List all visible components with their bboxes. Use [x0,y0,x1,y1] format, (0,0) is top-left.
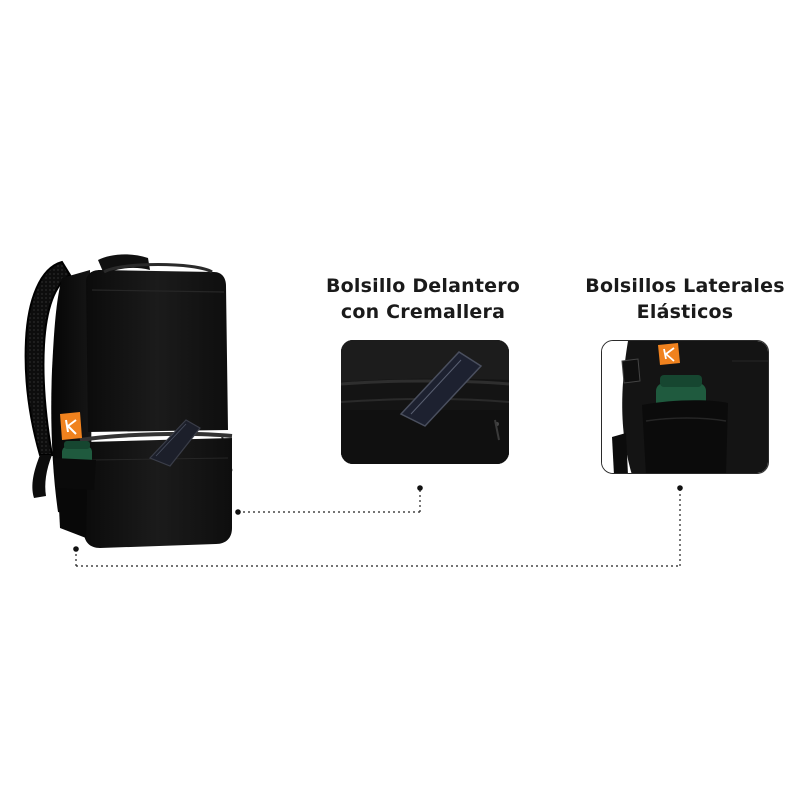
callout-side-line2: Elásticos [636,301,734,323]
callout-front-line1: Bolsillo Delantero [325,275,521,297]
callout-front-line2: con Cremallera [340,301,506,323]
side-pocket-bottle [54,441,96,490]
callout-side-line1: Bolsillos Laterales [585,275,785,297]
front-pocket-closeup [341,340,509,464]
connector-side-pocket [73,485,683,567]
shoulder-strap [24,254,150,498]
backpack-lower-compartment [84,438,232,548]
brand-logo-icon [60,412,82,440]
callout-front-pocket-label: Bolsillo Delantero con Cremallera [300,273,546,325]
side-pocket-closeup [601,340,769,474]
phone-in-pocket [148,419,201,467]
connector-front-pocket [235,485,423,515]
backpack-upper-compartment [86,270,228,432]
callout-side-pockets-label: Bolsillos Laterales Elásticos [560,273,800,325]
